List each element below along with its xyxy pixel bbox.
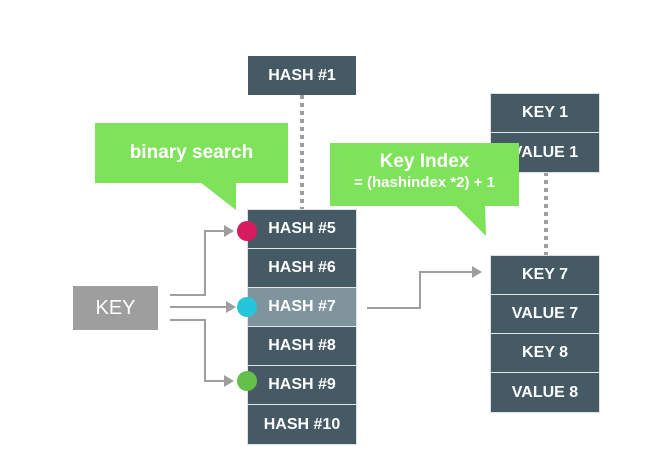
hash-row-label: HASH #6 [268, 259, 336, 276]
hash-1-box: HASH #1 [248, 56, 356, 95]
magenta-dot [237, 221, 257, 241]
arrowhead-hash9 [224, 375, 234, 387]
arrowhead-key7 [472, 266, 482, 278]
key-index-callout: Key Index = (hashindex *2) + 1 [330, 143, 519, 206]
key-8-label: KEY 8 [522, 344, 568, 361]
arrowhead-hash7 [226, 301, 236, 313]
key-value-bottom-stack: KEY 7 VALUE 7 KEY 8 VALUE 8 [490, 255, 600, 413]
key-7-row: KEY 7 [491, 256, 599, 295]
hash-row-label: HASH #9 [268, 376, 336, 393]
key-index-formula: = (hashindex *2) + 1 [354, 174, 495, 191]
binary-search-label: binary search [129, 142, 254, 163]
hash-row-label: HASH #10 [263, 415, 341, 433]
hash-row-label: HASH #7 [268, 298, 336, 315]
key-7-label: KEY 7 [522, 266, 568, 283]
binary-search-callout: binary search [95, 123, 288, 183]
key-input-box: KEY [73, 286, 158, 330]
hash-row-label: HASH #5 [268, 220, 336, 237]
key-label: KEY [95, 296, 136, 319]
key-1-row: KEY 1 [491, 94, 599, 133]
value-7-row: VALUE 7 [491, 295, 599, 334]
hash-row-5: HASH #5 [248, 210, 356, 249]
hash-row-10: HASH #10 [248, 405, 356, 444]
hash-row-9: HASH #9 [248, 366, 356, 405]
arrowhead-hash5 [224, 225, 234, 237]
key-index-title: Key Index [379, 151, 470, 172]
arrow-to-hash9 [170, 319, 224, 382]
value-8-row: VALUE 8 [491, 373, 599, 412]
cyan-dot [237, 297, 257, 317]
key-1-label: KEY 1 [522, 104, 568, 121]
arrow-to-hash5 [170, 230, 224, 296]
hash-row-7-highlighted: HASH #7 [248, 288, 356, 327]
value-1-row: VALUE 1 [491, 133, 599, 172]
value-1-label: VALUE 1 [511, 143, 579, 161]
green-dot [237, 371, 257, 391]
value-8-label: VALUE 8 [511, 383, 579, 401]
key-8-row: KEY 8 [491, 334, 599, 373]
arrow-to-key7 [367, 271, 472, 309]
hash-1-label: HASH #1 [268, 66, 336, 84]
hash-row-label: HASH #8 [268, 337, 336, 354]
hash-row-6: HASH #6 [248, 249, 356, 288]
value-7-label: VALUE 7 [511, 305, 579, 322]
hash-stack: HASH #5 HASH #6 HASH #7 HASH #8 HASH #9 … [247, 209, 357, 445]
hash-row-8: HASH #8 [248, 327, 356, 366]
